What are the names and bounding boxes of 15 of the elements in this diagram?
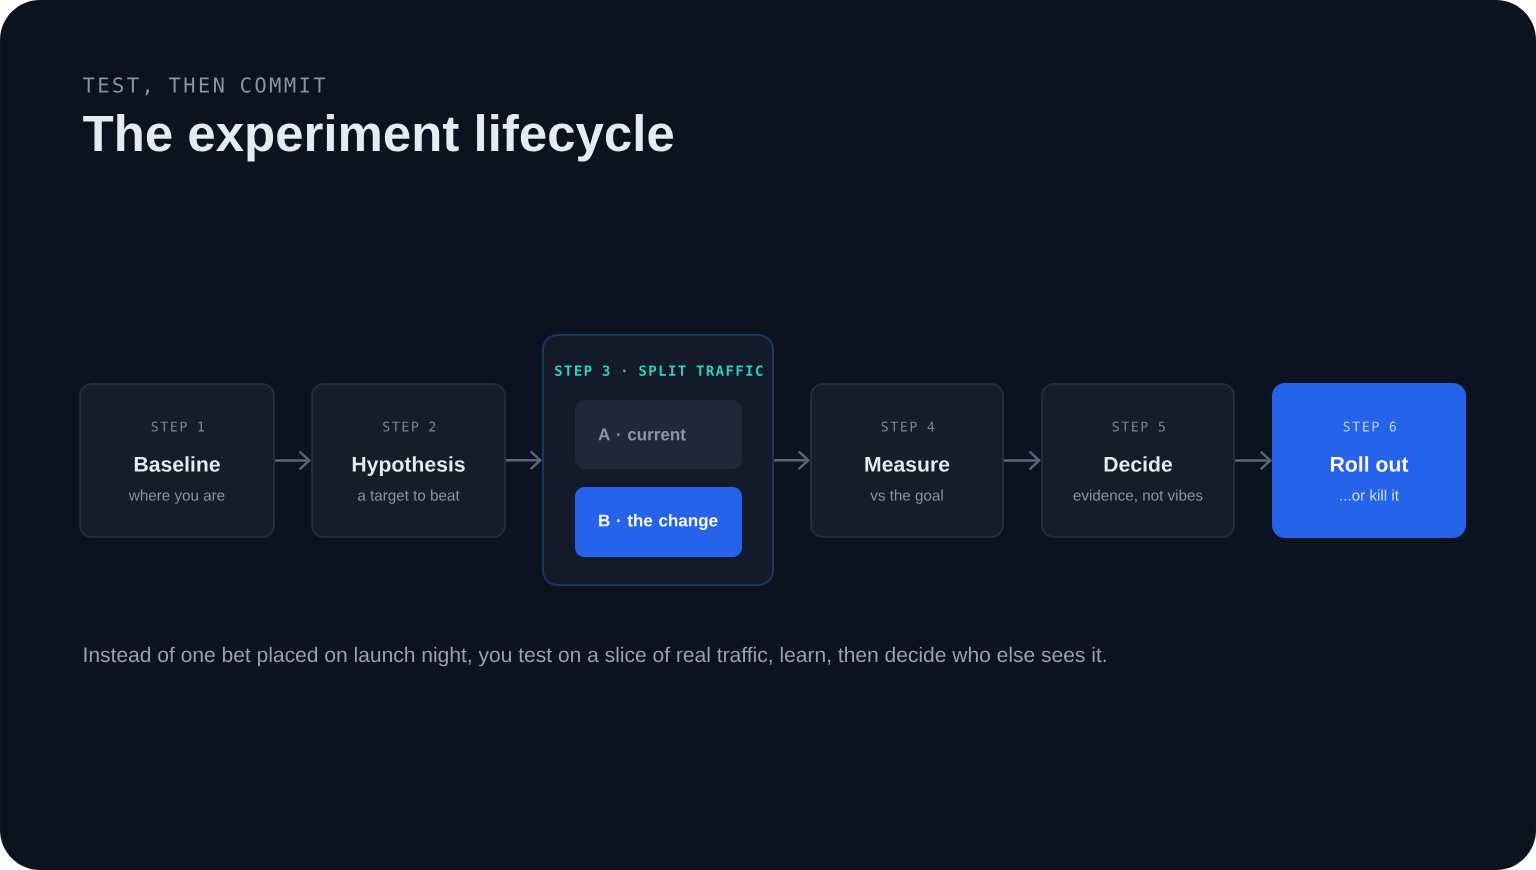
variant-box: B · the change [575,487,742,557]
arrow [1004,450,1041,471]
step-title: Baseline [134,456,220,472]
eyebrow: TEST, THEN COMMIT [83,77,326,96]
step-title: Roll out [1330,456,1409,472]
arrow [506,450,542,470]
variant-box: A · current [575,400,742,469]
step-title: Measure [865,457,950,472]
title: The experiment lifecycle [83,114,673,162]
step-title: Decide [1104,456,1173,472]
caption: Instead of one bet placed on launch night, you test on a slice of real traffic, learn, then decide who else sees it. [84,646,1106,667]
arrow [275,450,311,471]
arrow [774,450,810,470]
arrow [1235,450,1272,471]
step-title: Hypothesis [352,456,465,476]
